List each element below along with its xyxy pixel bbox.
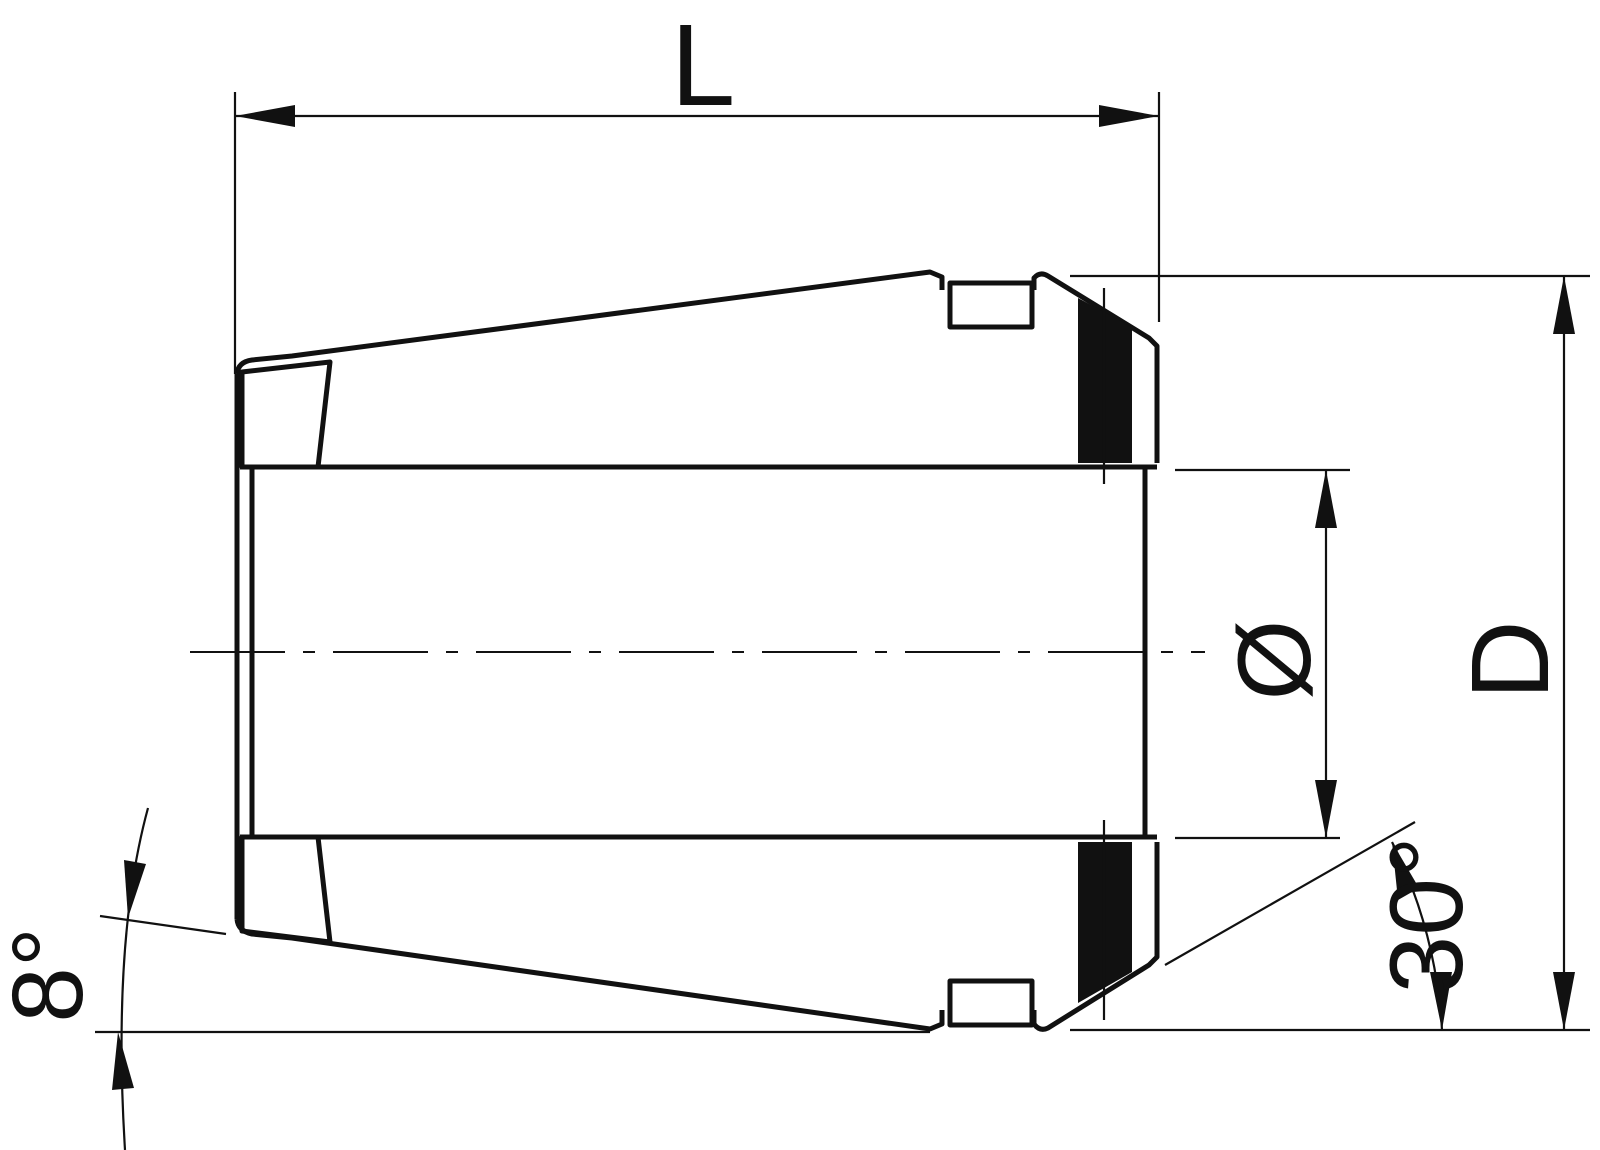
diameter-arrow-top	[1553, 276, 1575, 334]
bore-dimension: Ø	[1175, 468, 1350, 840]
bore-label: Ø	[1217, 620, 1333, 701]
front-angle-leg	[1164, 821, 1416, 966]
lower-taper-edge	[234, 918, 945, 1032]
upper-taper-edge	[234, 269, 945, 375]
taper-angle-arrow-bottom	[112, 1032, 134, 1090]
taper-angle-label: 8°	[0, 927, 104, 1023]
front-angle-label: 30°	[1369, 836, 1485, 993]
upper-rear-hatch-section	[239, 359, 333, 470]
taper-angle-arc	[120, 807, 150, 1150]
diameter-arrow-bottom	[1553, 972, 1575, 1030]
upper-front-edge	[1031, 271, 1160, 463]
length-arrow-left	[235, 105, 295, 127]
taper-angle-leg	[99, 914, 227, 936]
taper-angle-dimension: 8°	[0, 807, 930, 1150]
front-angle-dimension: 30°	[1164, 821, 1485, 1031]
front-angle-arrow-top	[1392, 842, 1419, 900]
length-arrow-right	[1099, 105, 1159, 127]
bore-arrow-bottom	[1315, 780, 1337, 838]
upper-rubber-insert	[947, 280, 1035, 330]
taper-angle-arrow-top	[124, 860, 146, 918]
length-label: L	[671, 0, 736, 130]
lower-front-edge	[1031, 842, 1160, 1032]
collet-body	[234, 269, 1160, 1032]
bore-arrow-top	[1315, 470, 1337, 528]
front-angle-arrow-bottom	[1430, 972, 1452, 1030]
diameter-label: D	[1449, 620, 1572, 699]
lower-rear-hatch-section	[239, 834, 333, 945]
length-dimension: L	[233, 0, 1161, 374]
lower-rubber-insert	[947, 978, 1035, 1028]
outer-diameter-dimension: D	[1070, 274, 1590, 1032]
